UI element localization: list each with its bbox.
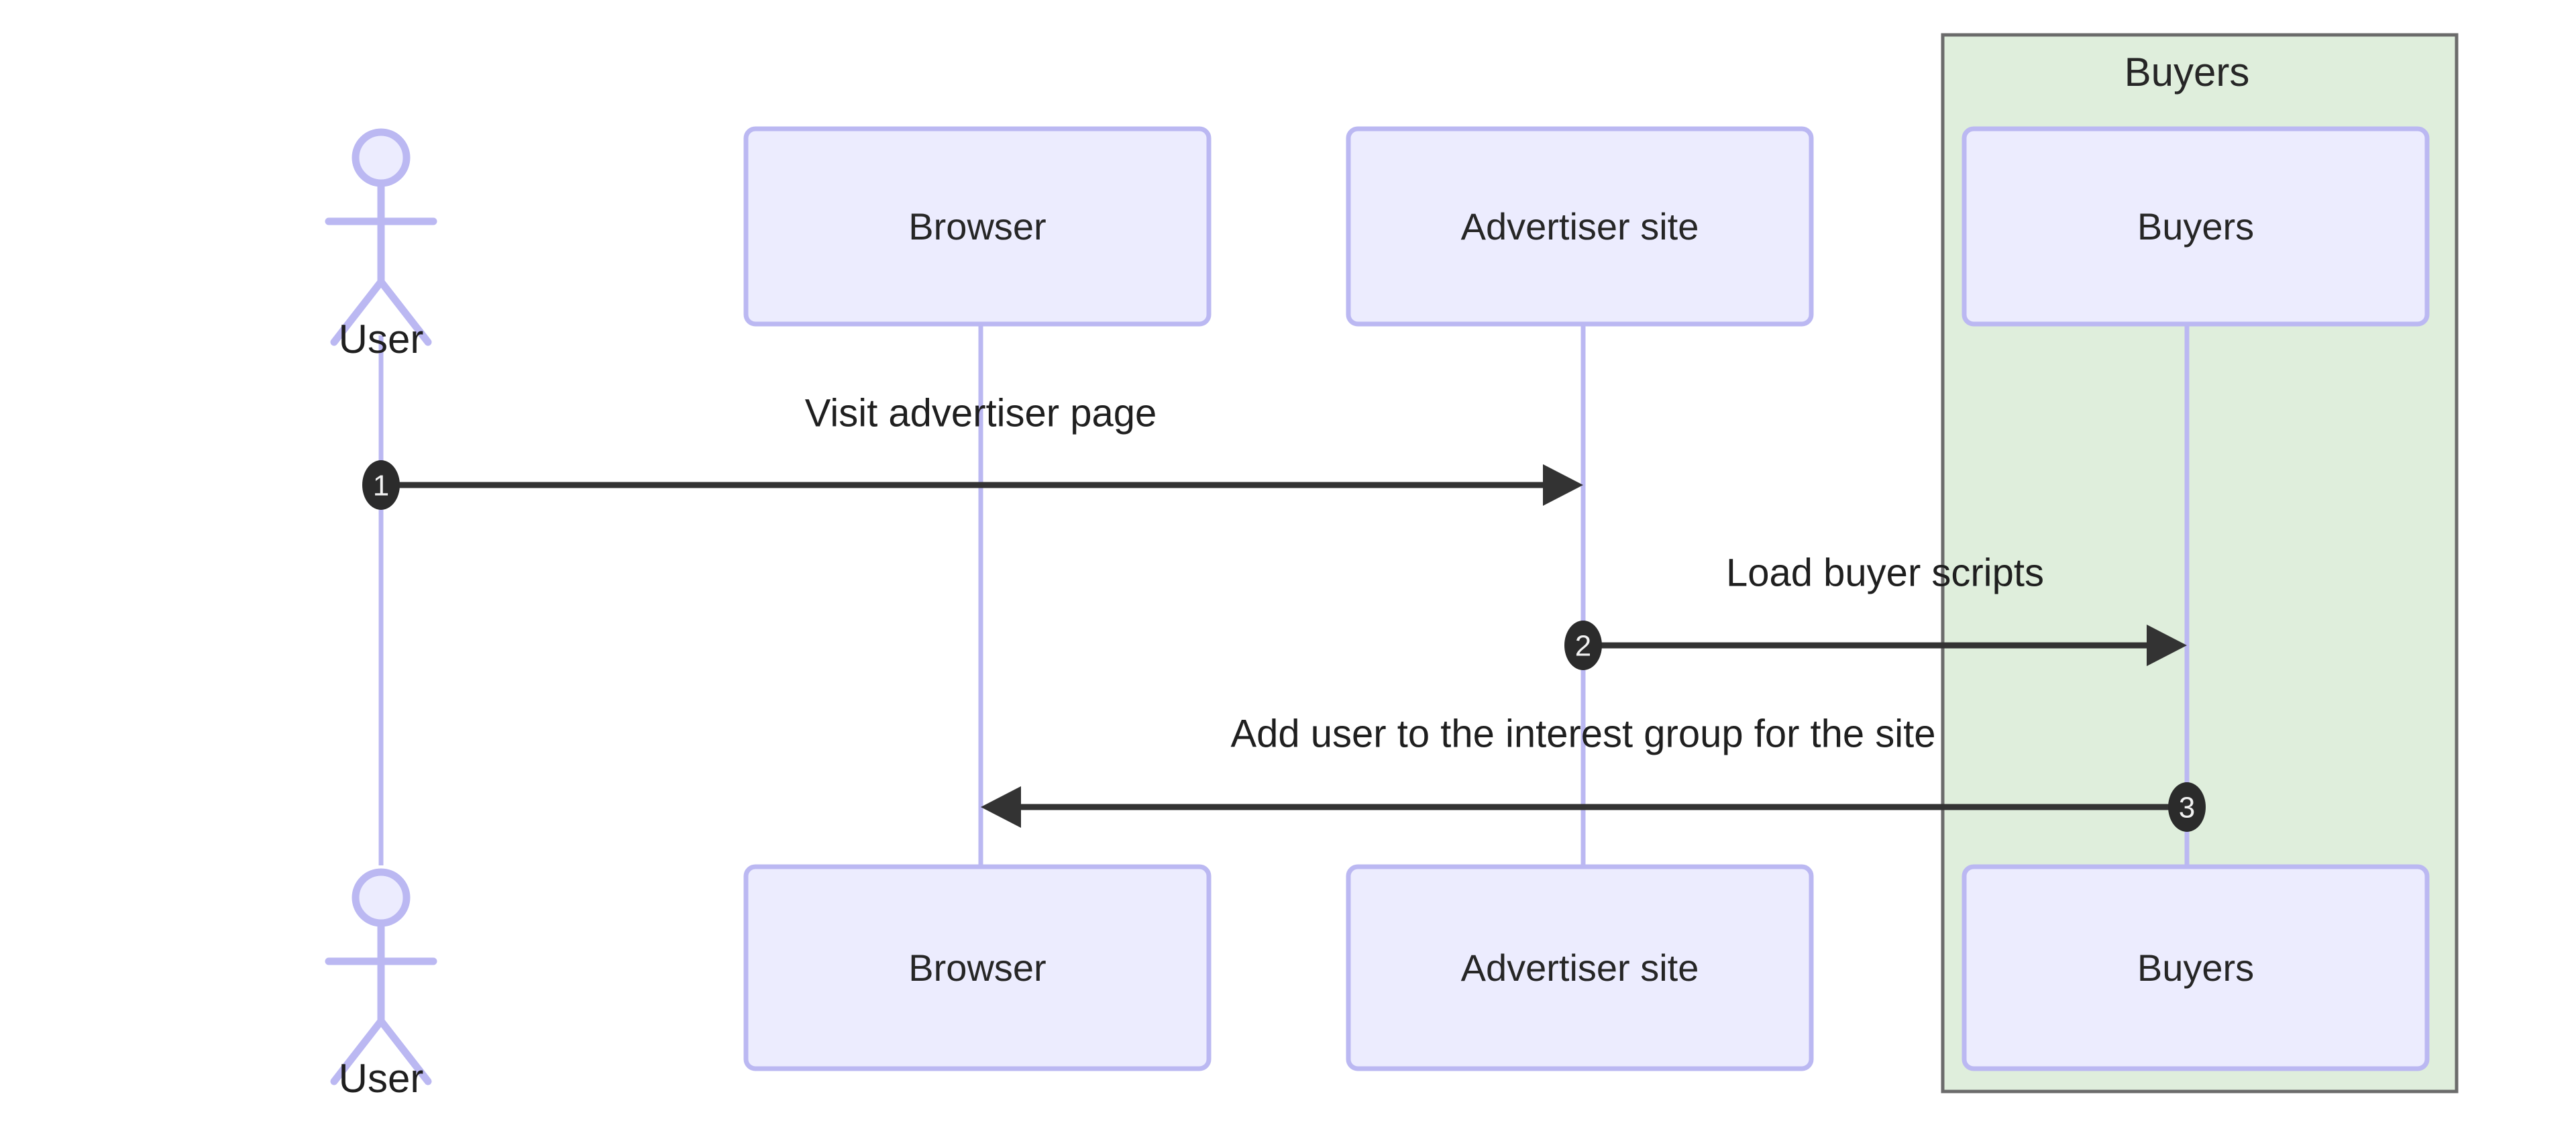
actor-user-bottom[interactable]: User	[325, 868, 437, 1101]
participant-advertiser-label-bottom: Advertiser site	[1461, 947, 1699, 989]
participant-browser-top[interactable]: Browser	[743, 126, 1212, 327]
message-1[interactable]: Visit advertiser page 1	[362, 391, 1583, 510]
actor-user-label-bottom: User	[339, 1056, 424, 1101]
participant-buyers-label-bottom: Buyers	[2137, 947, 2254, 989]
message-1-badge	[362, 460, 400, 510]
participant-buyers-box-bottom[interactable]	[1962, 864, 2430, 1071]
participant-advertiser-label-top: Advertiser site	[1461, 205, 1699, 248]
participant-browser-label-bottom: Browser	[908, 947, 1046, 989]
participant-advertiser-bottom[interactable]: Advertiser site	[1346, 864, 1814, 1071]
actor-user-top[interactable]: User	[325, 128, 437, 362]
message-1-arrowhead	[1543, 464, 1583, 506]
participant-browser-box-top[interactable]	[743, 126, 1212, 327]
participant-buyers-top[interactable]: Buyers	[1962, 126, 2430, 327]
participant-browser-box-bottom[interactable]	[743, 864, 1212, 1071]
message-2-label: Load buyer scripts	[1726, 551, 2044, 594]
message-3-arrowhead	[981, 786, 1021, 828]
actor-head-icon	[352, 128, 411, 187]
participant-advertiser-box-top[interactable]	[1346, 126, 1814, 327]
actor-body-icon	[325, 919, 437, 1085]
message-3-badge	[2168, 782, 2206, 832]
message-2-arrowhead	[2147, 625, 2187, 666]
message-1-label: Visit advertiser page	[805, 391, 1157, 435]
participant-advertiser-box-bottom[interactable]	[1346, 864, 1814, 1071]
message-1-number: 1	[373, 470, 389, 502]
message-2-number: 2	[1575, 630, 1591, 663]
participant-buyers-box-top[interactable]	[1962, 126, 2430, 327]
lifelines	[378, 324, 2190, 867]
actor-body-icon	[325, 179, 437, 346]
message-3-number: 3	[2179, 792, 2195, 824]
message-3-label: Add user to the interest group for the s…	[1230, 712, 1935, 755]
actor-user-label-top: User	[339, 317, 424, 362]
participant-advertiser-top[interactable]: Advertiser site	[1346, 126, 1814, 327]
participant-buyers-label-top: Buyers	[2137, 205, 2254, 248]
message-2[interactable]: Load buyer scripts 2	[1564, 551, 2187, 670]
group-buyers-label: Buyers	[2125, 50, 2250, 95]
participant-browser-bottom[interactable]: Browser	[743, 864, 1212, 1071]
participant-buyers-bottom[interactable]: Buyers	[1962, 864, 2430, 1071]
participant-browser-label-top: Browser	[908, 205, 1046, 248]
actor-head-icon	[352, 868, 411, 927]
message-2-badge	[1564, 621, 1602, 670]
message-3[interactable]: Add user to the interest group for the s…	[981, 712, 2206, 832]
